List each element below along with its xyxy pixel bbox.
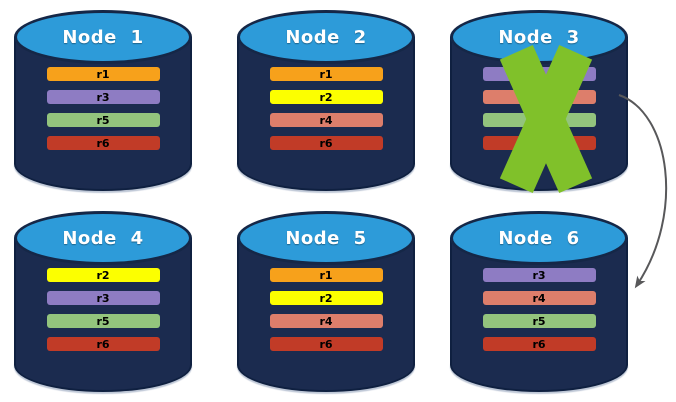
- replica-bar: r4: [482, 90, 596, 104]
- replica-bar: r4: [269, 113, 383, 127]
- replica-label: r3: [96, 291, 110, 305]
- replica-bar: r1: [269, 268, 383, 282]
- replica-label: r6: [319, 136, 333, 150]
- replica-label: r6: [96, 337, 110, 351]
- replica-bar: r6: [482, 136, 596, 150]
- node-title: Node 2: [285, 26, 367, 48]
- replica-label: r2: [96, 268, 110, 282]
- replica-list: r1 r3 r5 r6: [14, 67, 192, 150]
- replica-bar: r4: [269, 314, 383, 328]
- replica-bar: r6: [46, 136, 160, 150]
- replica-list: r1 r2 r4 r6: [237, 67, 415, 150]
- replica-label: r5: [96, 314, 110, 328]
- cylinder-top: Node 2: [237, 10, 415, 64]
- replica-label: r6: [532, 337, 546, 351]
- node-4: Node 4 r2 r3 r5 r6: [14, 211, 192, 392]
- node-title: Node 6: [498, 227, 580, 249]
- replica-label: r6: [319, 337, 333, 351]
- replica-bar: r6: [46, 337, 160, 351]
- replica-label: r5: [532, 113, 546, 127]
- replica-bar: r5: [46, 314, 160, 328]
- replica-label: r3: [532, 268, 546, 282]
- replica-label: r6: [96, 136, 110, 150]
- replica-bar: r5: [46, 113, 160, 127]
- replica-label: r4: [532, 291, 546, 305]
- replica-label: r1: [96, 67, 110, 81]
- replica-bar: r3: [46, 90, 160, 104]
- replica-label: r4: [319, 314, 333, 328]
- replica-bar: r2: [46, 268, 160, 282]
- replica-list: r3 r4 r5 r6: [450, 268, 628, 351]
- replica-list: r2 r3 r5 r6: [14, 268, 192, 351]
- replica-bar: r3: [482, 67, 596, 81]
- node-title: Node 5: [285, 227, 367, 249]
- replica-label: r3: [532, 67, 546, 81]
- node-6: Node 6 r3 r4 r5 r6: [450, 211, 628, 392]
- replica-label: r4: [532, 90, 546, 104]
- replica-bar: r1: [46, 67, 160, 81]
- replica-label: r5: [96, 113, 110, 127]
- replica-label: r4: [319, 113, 333, 127]
- replica-bar: r5: [482, 314, 596, 328]
- cylinder-top: Node 1: [14, 10, 192, 64]
- replica-bar: r3: [46, 291, 160, 305]
- replica-bar: r3: [482, 268, 596, 282]
- node-3: Node 3 r3 r4 r5 r6: [450, 10, 628, 194]
- replica-label: r2: [319, 90, 333, 104]
- node-1: Node 1 r1 r3 r5 r6: [14, 10, 192, 191]
- node-title: Node 1: [62, 26, 144, 48]
- node-5: Node 5 r1 r2 r4 r6: [237, 211, 415, 392]
- replica-bar: r6: [482, 337, 596, 351]
- cylinder-top: Node 5: [237, 211, 415, 265]
- replica-bar: r4: [482, 291, 596, 305]
- replica-label: r5: [532, 314, 546, 328]
- replica-label: r1: [319, 67, 333, 81]
- replica-label: r1: [319, 268, 333, 282]
- node-2: Node 2 r1 r2 r4 r6: [237, 10, 415, 191]
- replica-bar: r6: [269, 337, 383, 351]
- cylinder-top: Node 6: [450, 211, 628, 265]
- replica-list: r3 r4 r5 r6: [450, 67, 628, 150]
- replica-bar: r1: [269, 67, 383, 81]
- node-title: Node 4: [62, 227, 144, 249]
- cylinder-top: Node 4: [14, 211, 192, 265]
- replica-label: r6: [532, 136, 546, 150]
- node-title: Node 3: [498, 26, 580, 48]
- replica-bar: r2: [269, 90, 383, 104]
- replica-list: r1 r2 r4 r6: [237, 268, 415, 351]
- replica-bar: r2: [269, 291, 383, 305]
- replica-bar: r6: [269, 136, 383, 150]
- replica-bar: r5: [482, 113, 596, 127]
- replica-label: r3: [96, 90, 110, 104]
- cylinder-top: Node 3: [450, 10, 628, 64]
- replica-label: r2: [319, 291, 333, 305]
